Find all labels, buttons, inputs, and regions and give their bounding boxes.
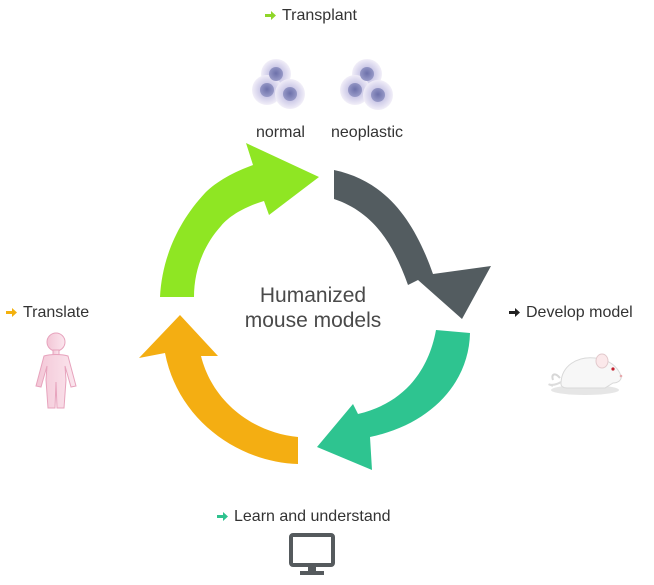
gray-arrow	[334, 170, 491, 319]
human-figure-icon	[35, 332, 77, 409]
center-title-line1: Humanized	[259, 284, 367, 307]
translate-label: Translate	[6, 304, 89, 322]
develop-label: Develop model	[509, 304, 633, 322]
center-title-line2: mouse models	[244, 309, 382, 332]
learn-text: Learn and understand	[234, 508, 391, 525]
transplant-text: Transplant	[282, 7, 357, 24]
center-title: Humanized mouse models	[198, 283, 428, 333]
neoplastic-cell-label: neoplastic	[331, 124, 404, 141]
teal-arrow	[317, 330, 470, 470]
cycle-arrows	[139, 143, 491, 470]
green-arrow	[160, 143, 319, 297]
mouse-icon	[548, 353, 623, 395]
arrow-right-icon	[217, 512, 228, 522]
cell-cluster-icon	[340, 59, 393, 110]
learn-label: Learn and understand	[217, 508, 391, 526]
transplant-label: Transplant	[265, 7, 357, 25]
cell-cluster-icon	[252, 59, 305, 109]
arrow-right-icon	[265, 11, 276, 21]
orange-arrow	[139, 315, 298, 464]
normal-cell-label: normal	[256, 124, 305, 141]
monitor-icon	[289, 533, 335, 575]
arrow-right-icon	[509, 308, 520, 318]
arrow-right-icon	[6, 308, 17, 318]
translate-text: Translate	[23, 304, 90, 321]
develop-text: Develop model	[526, 304, 633, 321]
